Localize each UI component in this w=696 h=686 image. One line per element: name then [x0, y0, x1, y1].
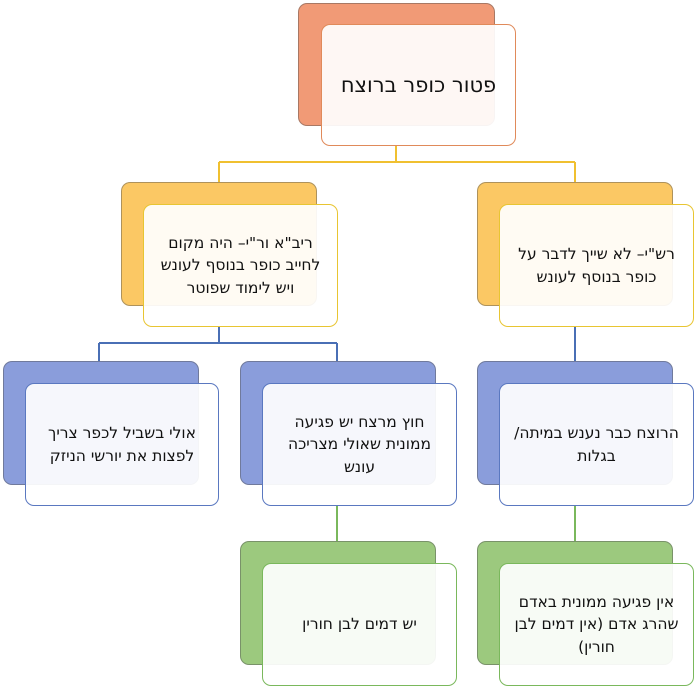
has-blood-value-node-label: יש דמים לבן חורין: [302, 615, 417, 634]
no-monetary-harm-node-label: אין פגיעה ממונית באדם שהרג אדם (אין דמים…: [514, 592, 679, 656]
except-murderer-node-label: חוץ מרצח יש פגיעה ממונית שאולי מצריכה עו…: [287, 412, 432, 476]
already-punished-node: הרוצח כבר נענש במיתה/ בגלות: [499, 383, 694, 506]
riva-node: ריב"א ור"י– היה מקום לחייב כופר בנוסף לע…: [143, 204, 338, 327]
root-node-label: פטור כופר ברוצח: [340, 72, 497, 97]
riva-node-label: ריב"א ור"י– היה מקום לחייב כופר בנוסף לע…: [160, 233, 321, 297]
maybe-compensate-node: אולי בשביל לכפר צריך לפצות את יורשי הניז…: [25, 383, 219, 506]
root-node: פטור כופר ברוצח: [321, 24, 516, 146]
no-monetary-harm-node: אין פגיעה ממונית באדם שהרג אדם (אין דמים…: [499, 563, 694, 686]
already-punished-node-label: הרוצח כבר נענש במיתה/ בגלות: [514, 424, 679, 465]
green-connector: [336, 506, 576, 541]
blue-connector: [98, 327, 576, 361]
maybe-compensate-node-label: אולי בשביל לכפר צריך לפצות את יורשי הניז…: [48, 424, 196, 465]
rashi-node-label: רש"י– לא שייך לדבר על כופר בנוסף לעונש: [518, 245, 675, 286]
yellow-connector: [218, 146, 576, 182]
rashi-node: רש"י– לא שייך לדבר על כופר בנוסף לעונש: [499, 204, 694, 327]
has-blood-value-node: יש דמים לבן חורין: [262, 563, 457, 686]
except-murderer-node: חוץ מרצח יש פגיעה ממונית שאולי מצריכה עו…: [262, 383, 457, 506]
